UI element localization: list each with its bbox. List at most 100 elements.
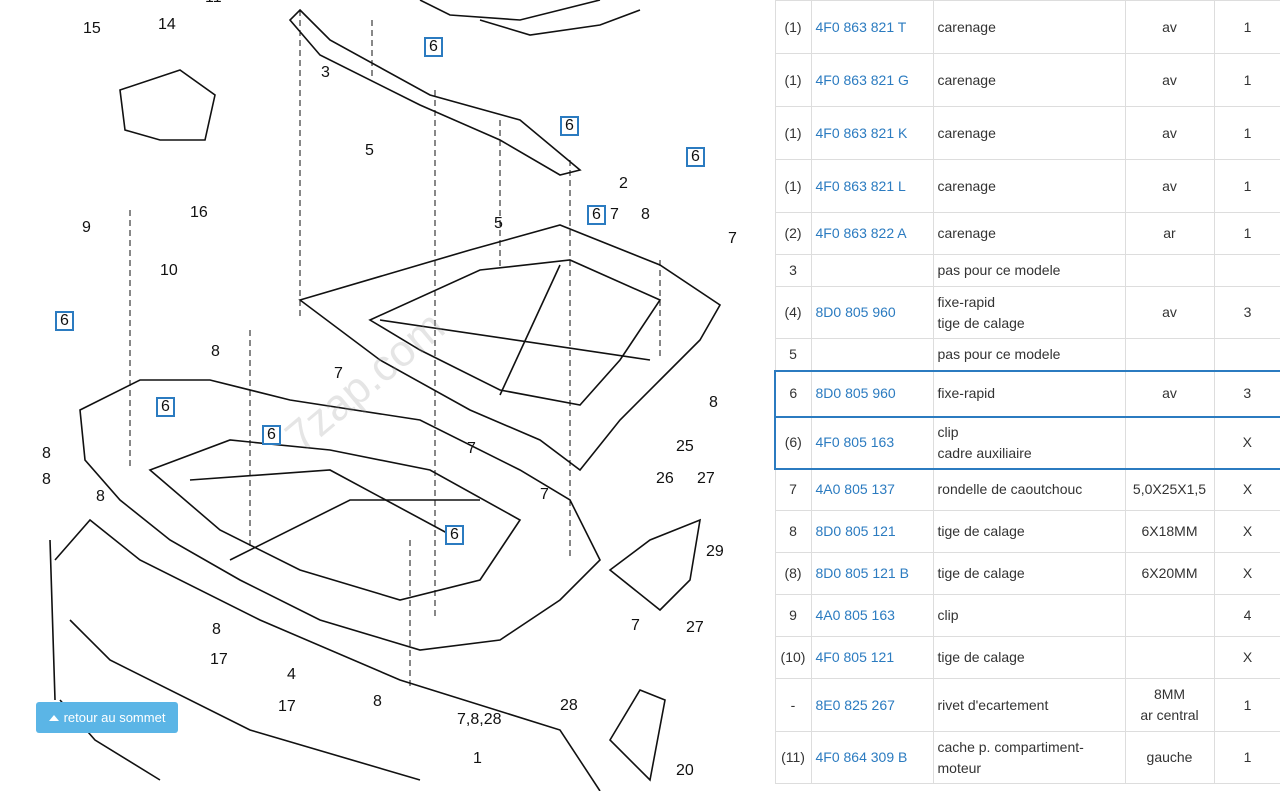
callout-label: 15 (83, 20, 101, 37)
cell-note: av (1124, 106, 1215, 160)
cell-note: 5,0X25X1,5 (1124, 468, 1215, 511)
cell-description: clip (932, 594, 1126, 637)
cell-quantity: X (1213, 415, 1280, 470)
cell-part-number[interactable]: 8D0 805 121 (810, 510, 934, 553)
cell-quantity: 1 (1213, 0, 1280, 54)
cell-position: (1) (774, 0, 812, 54)
cell-part-number[interactable]: 8D0 805 960 (810, 286, 934, 339)
cell-part-number[interactable]: 4F0 805 121 (810, 636, 934, 679)
cell-quantity: 1 (1213, 53, 1280, 107)
cell-note: av (1124, 0, 1215, 54)
table-row[interactable]: 3 pas pour ce modele (774, 254, 1280, 287)
cell-part-number[interactable]: 4A0 805 137 (810, 468, 934, 511)
cell-quantity: 3 (1213, 286, 1280, 339)
cell-note (1124, 636, 1215, 679)
cell-description: rondelle de caoutchouc (932, 468, 1126, 511)
cell-position: (1) (774, 53, 812, 107)
cell-description: cache p. compartiment- moteur (932, 731, 1126, 784)
cell-part-number[interactable]: 8D0 805 121 B (810, 552, 934, 595)
cell-description: tige de calage (932, 552, 1126, 595)
callout-label: 8 (96, 488, 105, 505)
cell-description: pas pour ce modele (932, 254, 1126, 287)
callout-label: 7,8,28 (457, 711, 502, 728)
cell-part-number[interactable]: 4F0 863 821 T (810, 0, 934, 54)
cell-part-number[interactable]: 4F0 805 163 (810, 415, 934, 470)
callout-label: 8 (641, 206, 650, 223)
callout-label: 7 (334, 365, 343, 382)
cell-position: - (774, 678, 812, 732)
cell-quantity: 1 (1213, 731, 1280, 784)
cell-quantity (1213, 254, 1280, 287)
cell-description: fixe-rapid tige de calage (932, 286, 1126, 339)
cell-position: 3 (774, 254, 812, 287)
cell-note (1124, 594, 1215, 637)
cell-part-number[interactable] (810, 254, 934, 287)
cell-part-number[interactable]: 4A0 805 163 (810, 594, 934, 637)
cell-part-number[interactable]: 4F0 863 822 A (810, 212, 934, 255)
cell-position: 6 (774, 369, 812, 418)
cell-part-number[interactable]: 8E0 825 267 (810, 678, 934, 732)
cell-position: (11) (774, 731, 812, 784)
cell-position: 8 (774, 510, 812, 553)
cell-description: fixe-rapid (932, 369, 1126, 418)
cell-position: (6) (774, 415, 812, 470)
callout-label: 6 (587, 205, 606, 225)
callout-label: 10 (160, 262, 178, 279)
cell-part-number[interactable]: 4F0 864 309 B (810, 731, 934, 784)
callout-label: 14 (158, 16, 176, 33)
cell-quantity: X (1213, 468, 1280, 511)
cell-quantity: 3 (1213, 369, 1280, 418)
cell-note: 8MM ar central (1124, 678, 1215, 732)
callout-label: 8 (212, 621, 221, 638)
cell-note: gauche (1124, 731, 1215, 784)
callout-label: 8 (211, 343, 220, 360)
cell-part-number[interactable]: 4F0 863 821 L (810, 159, 934, 213)
cell-quantity: X (1213, 552, 1280, 595)
callout-label: 4 (287, 666, 296, 683)
cell-position: 7 (774, 468, 812, 511)
callout-label: 26 (656, 470, 674, 487)
callout-label: 27 (686, 619, 704, 636)
callout-label: 28 (560, 697, 578, 714)
back-to-top-button[interactable]: retour au sommet (36, 702, 178, 733)
cell-quantity: X (1213, 510, 1280, 553)
cell-quantity: X (1213, 636, 1280, 679)
callout-label: 5 (494, 215, 503, 232)
callout-label: 3 (321, 64, 330, 81)
parts-diagram: 11 15 14 3 5 6 6 5 2 6 7 8 6 7 16 9 10 6… (36, 0, 737, 791)
cell-part-number[interactable]: 8D0 805 960 (810, 369, 934, 418)
callout-label: 6 (445, 525, 464, 545)
callout-label: 8 (709, 394, 718, 411)
cell-position: (2) (774, 212, 812, 255)
cell-quantity: 1 (1213, 106, 1280, 160)
callout-label: 7 (631, 617, 640, 634)
cell-position: 5 (774, 338, 812, 371)
cell-part-number[interactable]: 4F0 863 821 K (810, 106, 934, 160)
cell-quantity: 4 (1213, 594, 1280, 637)
cell-position: (10) (774, 636, 812, 679)
cell-part-number[interactable] (810, 338, 934, 371)
cell-quantity: 1 (1213, 159, 1280, 213)
cell-description: tige de calage (932, 636, 1126, 679)
cell-position: 9 (774, 594, 812, 637)
callout-label: 6 (262, 425, 281, 445)
cell-note (1124, 254, 1215, 287)
cell-part-number[interactable]: 4F0 863 821 G (810, 53, 934, 107)
